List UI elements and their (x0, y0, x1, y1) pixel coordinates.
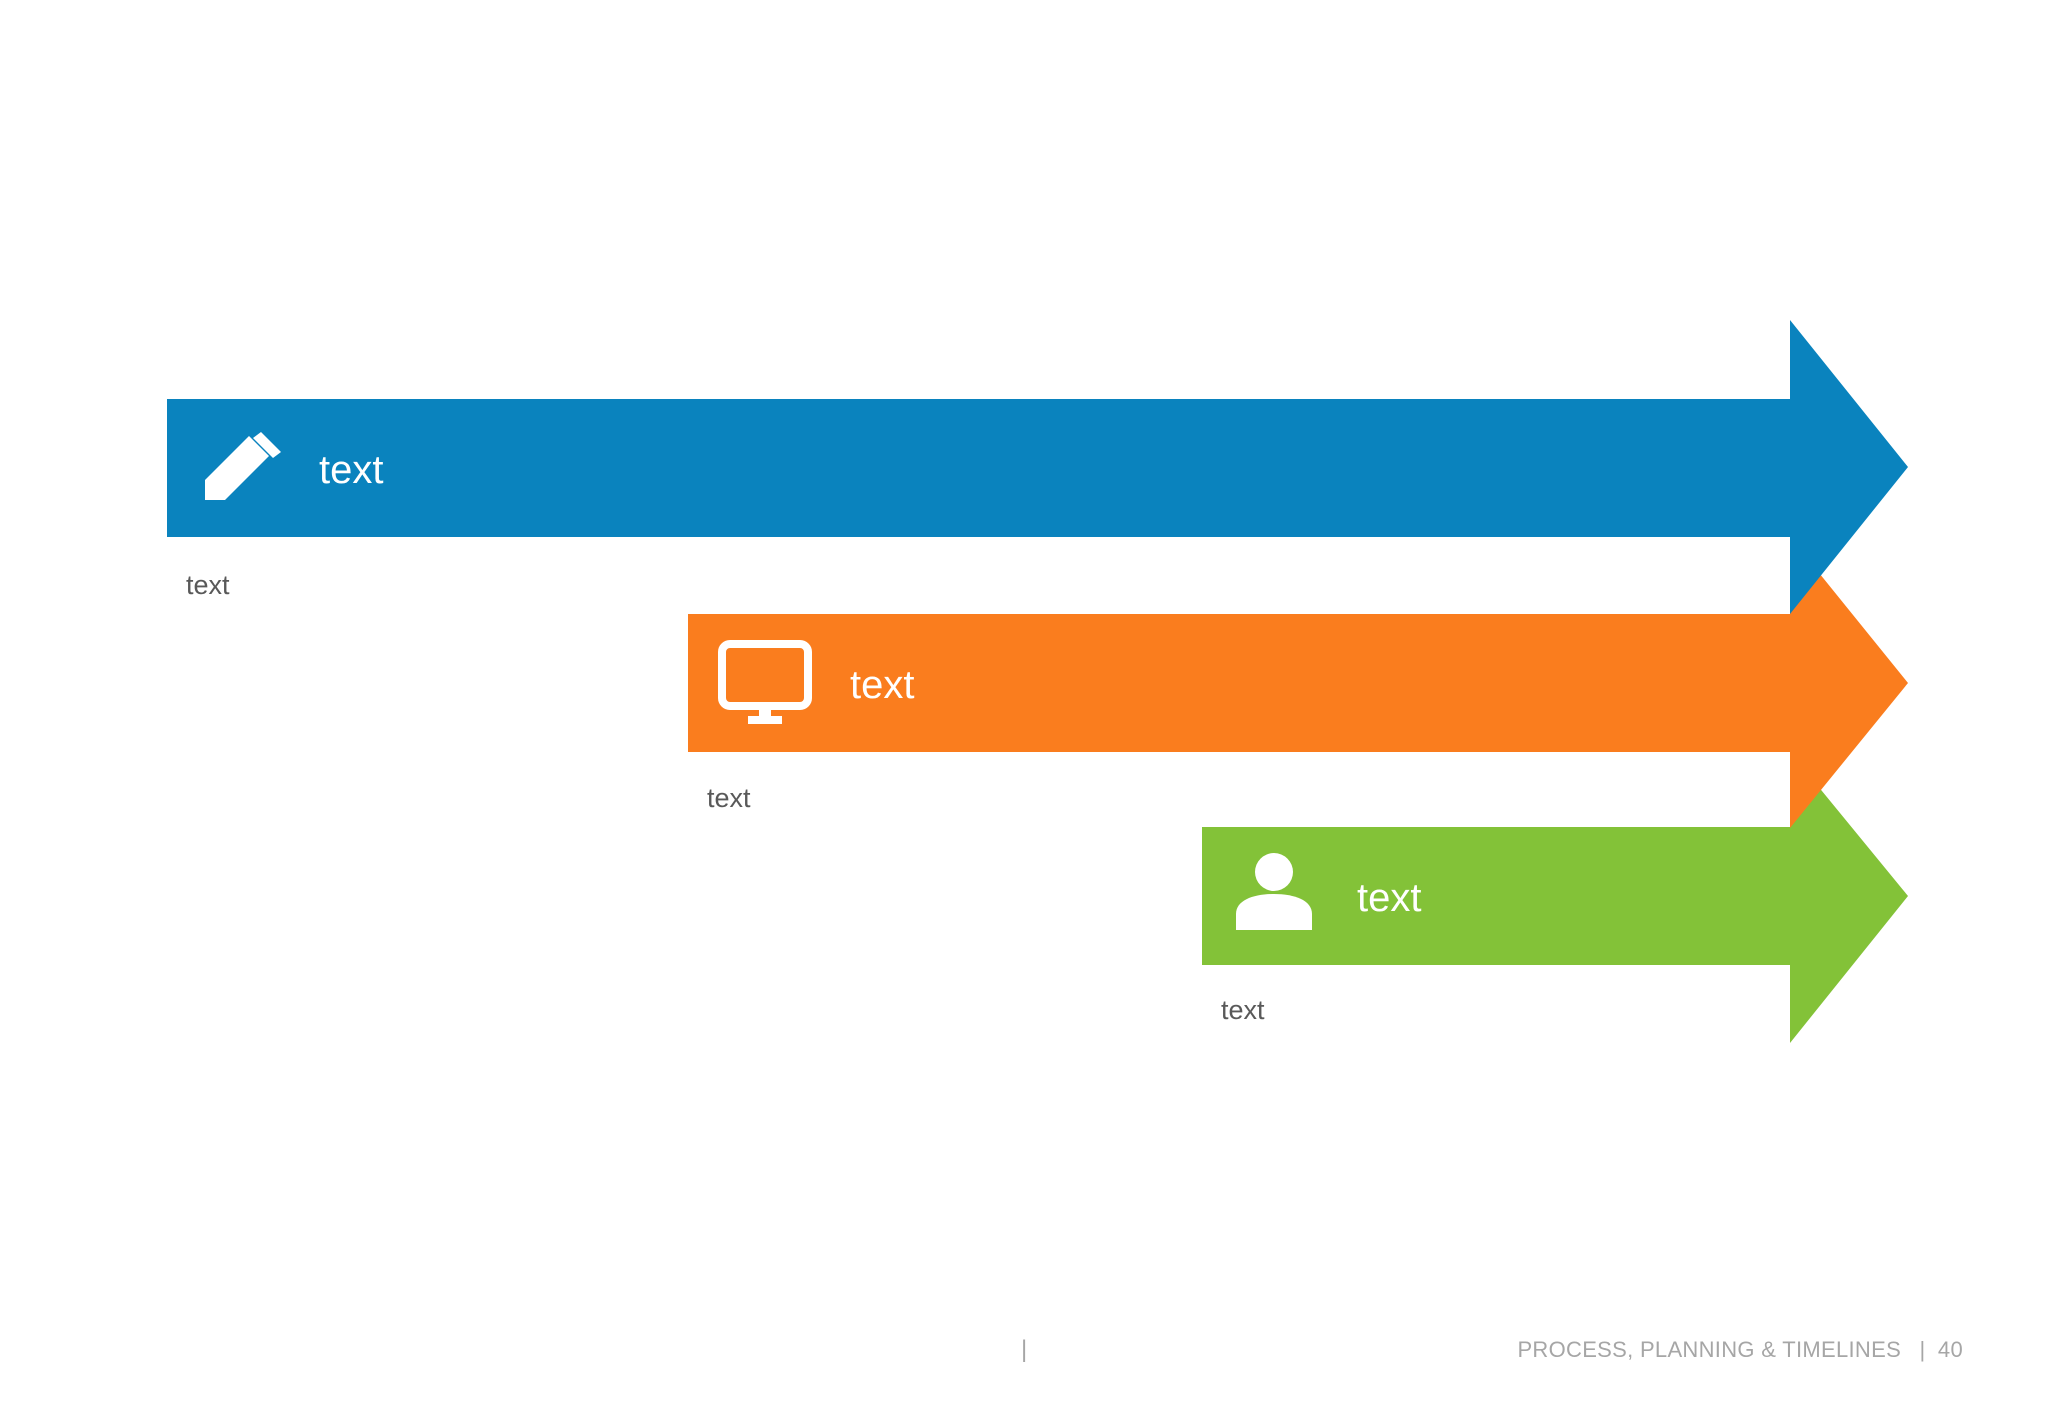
monitor-icon (718, 640, 812, 733)
arrow-2-sublabel: text (707, 783, 751, 813)
arrow-1-label: text (319, 448, 384, 492)
pencil-icon (203, 428, 283, 513)
arrow-2-label: text (850, 663, 915, 707)
arrow-3-sublabel: text (1221, 995, 1265, 1025)
arrow-orange (688, 537, 1908, 828)
person-icon (1234, 852, 1314, 937)
arrow-3-label: text (1357, 876, 1422, 920)
footer-divider: | (1919, 1337, 1926, 1362)
footer: PROCESS, PLANNING & TIMELINES | 40 (1517, 1339, 1963, 1361)
page-number: 40 (1937, 1337, 1963, 1362)
footer-section-title: PROCESS, PLANNING & TIMELINES (1517, 1337, 1902, 1362)
arrow-1-sublabel: text (186, 570, 230, 600)
arrow-blue (167, 320, 1908, 614)
footer-separator: | (1021, 1336, 1028, 1363)
arrow-green (1202, 752, 1908, 1043)
